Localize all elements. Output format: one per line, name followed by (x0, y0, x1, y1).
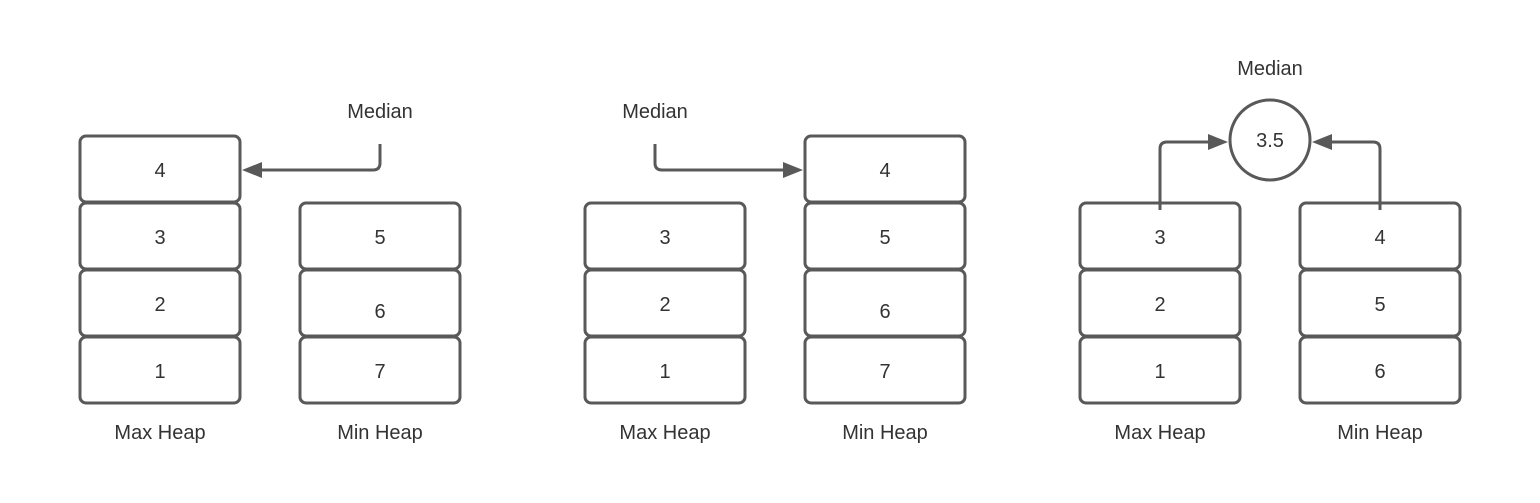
heap-cell-value: 2 (1154, 294, 1165, 316)
heap-cell-value: 4 (1374, 227, 1385, 249)
heap-cell-value: 4 (879, 160, 890, 182)
heap-cell (78, 335, 242, 405)
heap-cell (803, 335, 967, 405)
heap-cell-value: 5 (1374, 294, 1385, 316)
heap-cell-value: 4 (154, 160, 165, 182)
min-heap-label: Min Heap (1337, 422, 1423, 444)
max-heap-stack: 3 2 1 (1078, 201, 1242, 405)
median-label: Median (347, 101, 413, 123)
panel-1: 4 3 2 1 Max Heap 5 6 7 Min Heap Median (78, 101, 462, 444)
heap-cell (1298, 335, 1462, 405)
heap-cell-value: 6 (374, 301, 385, 323)
min-heap-label: Min Heap (842, 422, 928, 444)
heap-cell-value: 2 (659, 294, 670, 316)
median-label: Median (622, 101, 688, 123)
heap-cell-value: 6 (1374, 361, 1385, 383)
median-arrow (653, 144, 787, 172)
heap-cell-value: 6 (879, 301, 890, 323)
heap-cell-value: 7 (374, 361, 385, 383)
heap-cell-value: 1 (659, 361, 670, 383)
heap-cell-value: 7 (879, 361, 890, 383)
min-heap-stack: 4 5 6 7 (803, 134, 967, 405)
median-circle (1228, 98, 1312, 182)
heap-cell-value: 3 (154, 227, 165, 249)
heap-cell-value: 3 (659, 227, 670, 249)
max-heap-label: Max Heap (114, 422, 205, 444)
median-arrow (258, 144, 382, 172)
min-heap-stack: 5 6 7 (298, 201, 462, 405)
max-heap-label: Max Heap (619, 422, 710, 444)
heap-cell-value: 2 (154, 294, 165, 316)
heap-cell (298, 335, 462, 405)
heap-cell-value: 1 (1154, 361, 1165, 383)
min-heap-stack: 4 5 6 (1298, 201, 1462, 405)
arrow-head-icon (1208, 134, 1228, 150)
heap-cell (1078, 335, 1242, 405)
heap-cell (583, 335, 747, 405)
max-to-median-arrow (1158, 140, 1212, 210)
median-value: 3.5 (1256, 130, 1284, 152)
median-label: Median (1237, 58, 1303, 80)
arrow-head-icon (783, 162, 803, 178)
panel-3: 3 2 1 Max Heap 4 5 6 Min Heap Median 3.5 (1078, 58, 1462, 444)
heap-cell-value: 1 (154, 361, 165, 383)
min-heap-label: Min Heap (337, 422, 423, 444)
heap-cell-value: 5 (374, 227, 385, 249)
max-heap-stack: 4 3 2 1 (78, 134, 242, 405)
panel-2: 3 2 1 Max Heap 4 5 6 7 Min Heap Median (583, 101, 967, 444)
heap-cell-value: 5 (879, 227, 890, 249)
arrow-head-icon (1312, 134, 1332, 150)
heap-cell-value: 3 (1154, 227, 1165, 249)
arrow-head-icon (242, 162, 262, 178)
max-heap-stack: 3 2 1 (583, 201, 747, 405)
max-heap-label: Max Heap (1114, 422, 1205, 444)
min-to-median-arrow (1328, 140, 1382, 210)
